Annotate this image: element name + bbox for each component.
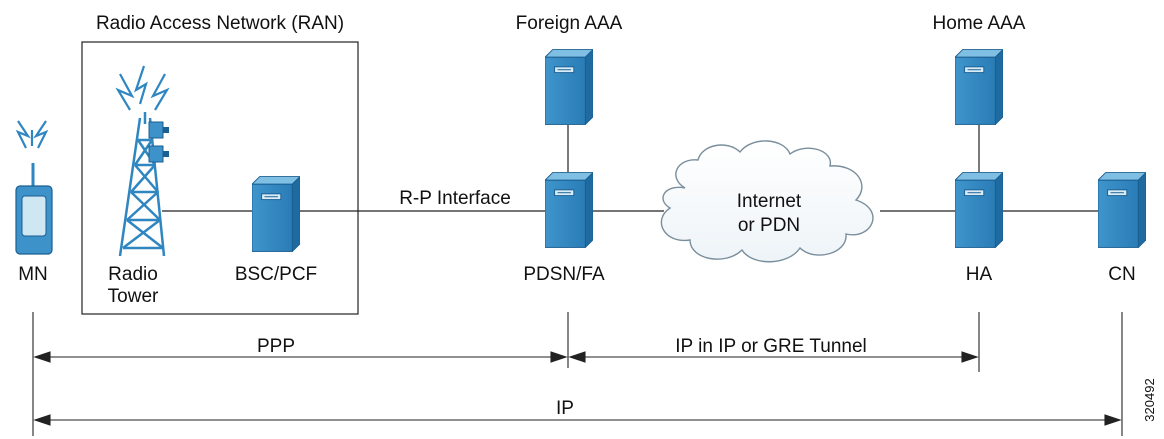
- home-aaa-server-icon: [955, 49, 1003, 125]
- cloud-icon: [660, 140, 874, 263]
- internet-label: Internet: [737, 191, 802, 212]
- ha-label: HA: [966, 264, 993, 285]
- bsc-pcf-label: BSC/PCF: [235, 264, 317, 285]
- mobile-phone-icon: [15, 120, 53, 255]
- foreign-aaa-label: Foreign AAA: [516, 13, 623, 34]
- cn-server-icon: [1098, 172, 1146, 248]
- connection-lines: [162, 125, 1098, 212]
- tower-label: Tower: [108, 286, 159, 307]
- tunnel-label: IP in IP or GRE Tunnel: [675, 336, 867, 357]
- radio-tower-icon: [115, 65, 170, 257]
- radio-label: Radio: [108, 264, 158, 285]
- pdsn-fa-server-icon: [545, 172, 593, 248]
- figure-id-label: 320492: [1142, 378, 1157, 421]
- bsc-pcf-server-icon: [252, 176, 300, 252]
- foreign-aaa-server-icon: [545, 49, 593, 125]
- rp-interface-label: R-P Interface: [399, 188, 511, 209]
- mn-label: MN: [18, 264, 48, 285]
- ppp-label: PPP: [257, 336, 295, 357]
- cn-label: CN: [1108, 264, 1135, 285]
- ran-box: [81, 41, 359, 315]
- or-pdn-label: or PDN: [738, 215, 800, 236]
- pdsn-fa-label: PDSN/FA: [523, 264, 605, 285]
- ha-server-icon: [955, 172, 1003, 248]
- ran-label: Radio Access Network (RAN): [96, 13, 344, 34]
- home-aaa-label: Home AAA: [933, 13, 1026, 34]
- ip-label: IP: [556, 398, 574, 419]
- measurement-lines: [32, 312, 1123, 436]
